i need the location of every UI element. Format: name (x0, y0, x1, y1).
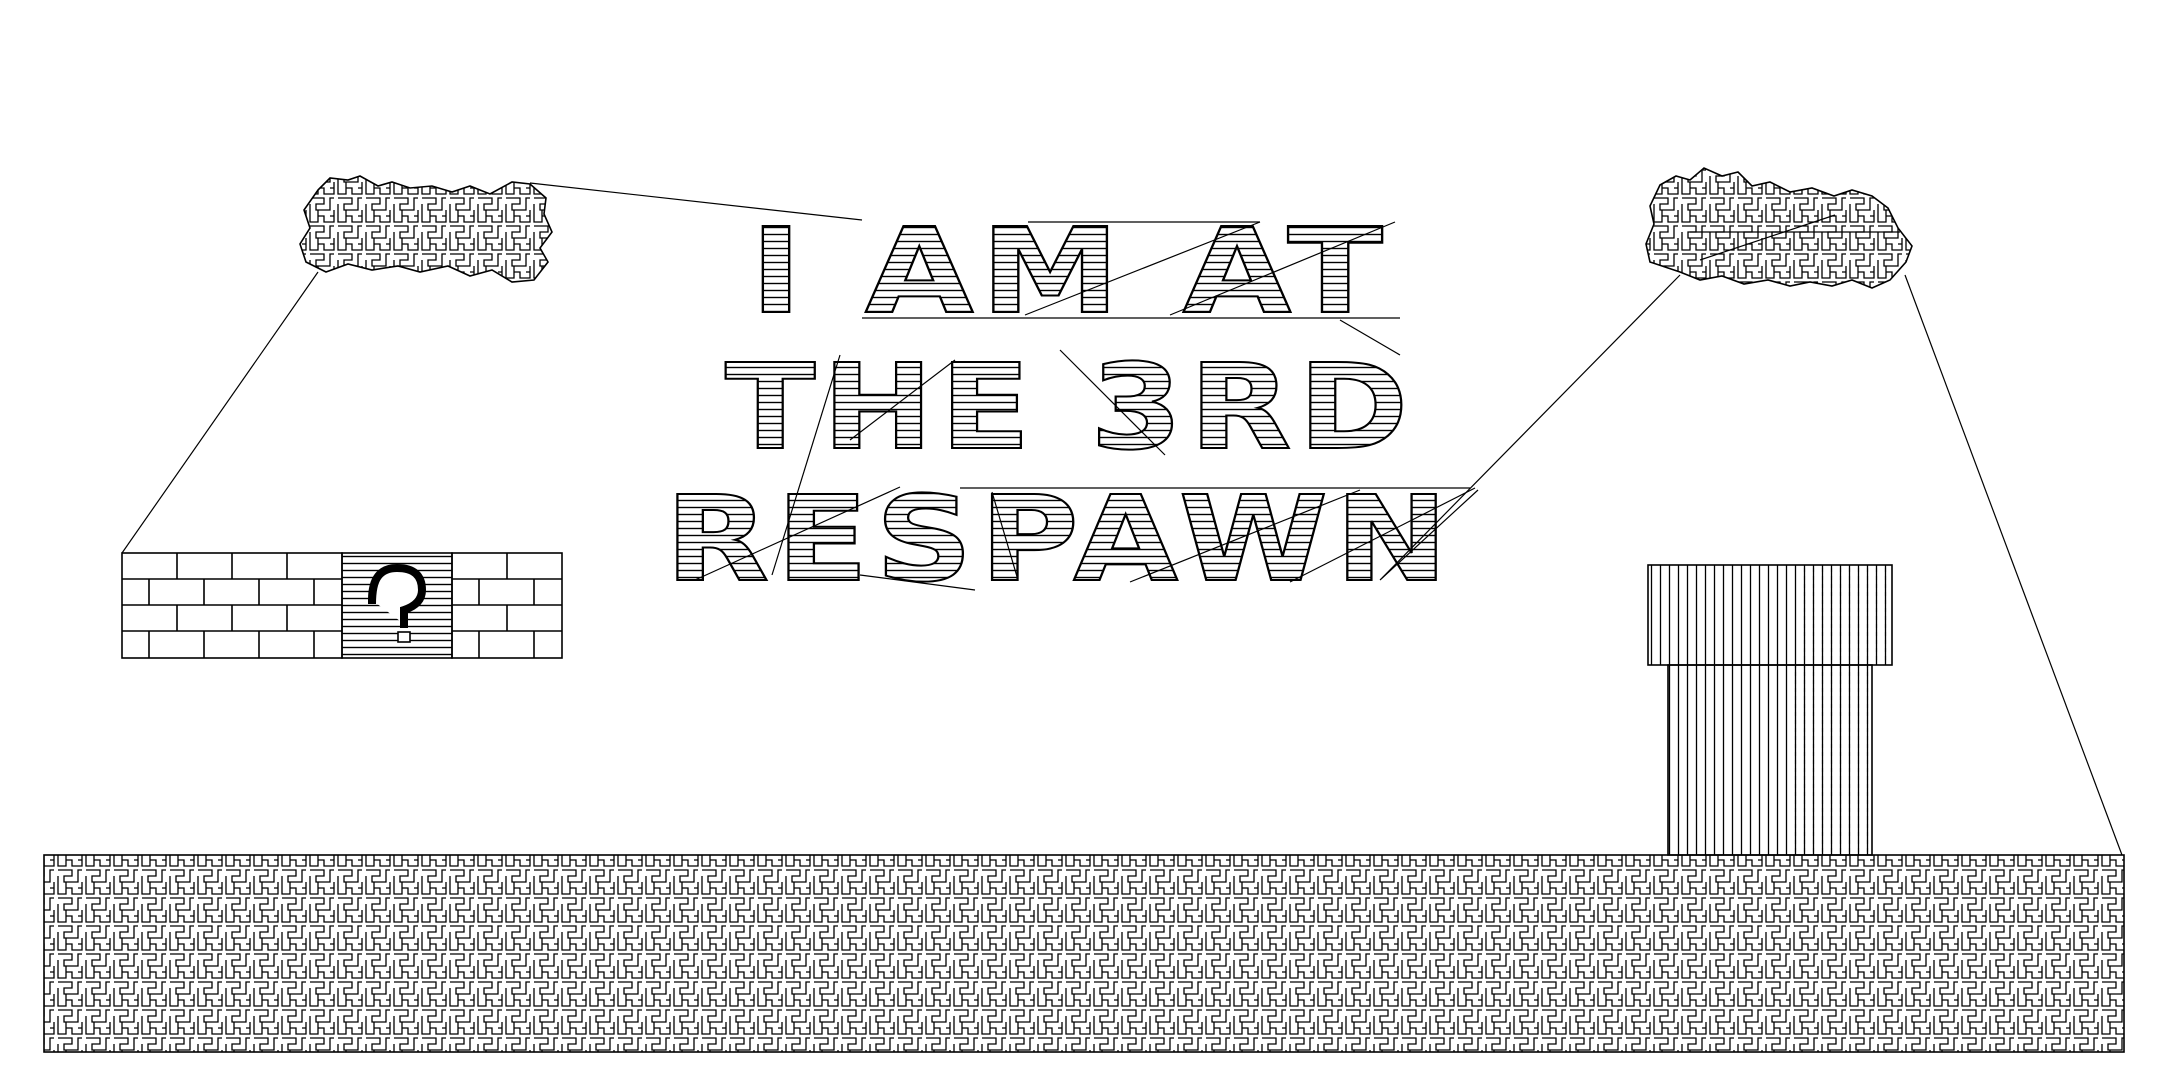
cloud-icon (1645, 167, 1913, 289)
warp-pipe (1647, 564, 1893, 856)
ground (43, 854, 2125, 1053)
title-line-3: RESPAWN (665, 470, 1455, 608)
connector-lines (121, 182, 2123, 856)
brick-block-icon (451, 552, 563, 659)
cloud-icon (299, 175, 553, 283)
brick-row (121, 552, 563, 659)
title-line-1: I AM AT (750, 202, 1390, 340)
title-lettering: I AM AT THE 3RD RESPAWN (664, 201, 1455, 609)
warp-pipe-icon (1647, 564, 1893, 856)
cloud-left (299, 175, 553, 283)
ground-icon (43, 854, 2125, 1053)
title-line-2: THE 3RD (725, 338, 1415, 476)
brick-block-icon (121, 552, 343, 659)
question-block-icon (341, 552, 453, 659)
cloud-right (1645, 167, 1913, 289)
